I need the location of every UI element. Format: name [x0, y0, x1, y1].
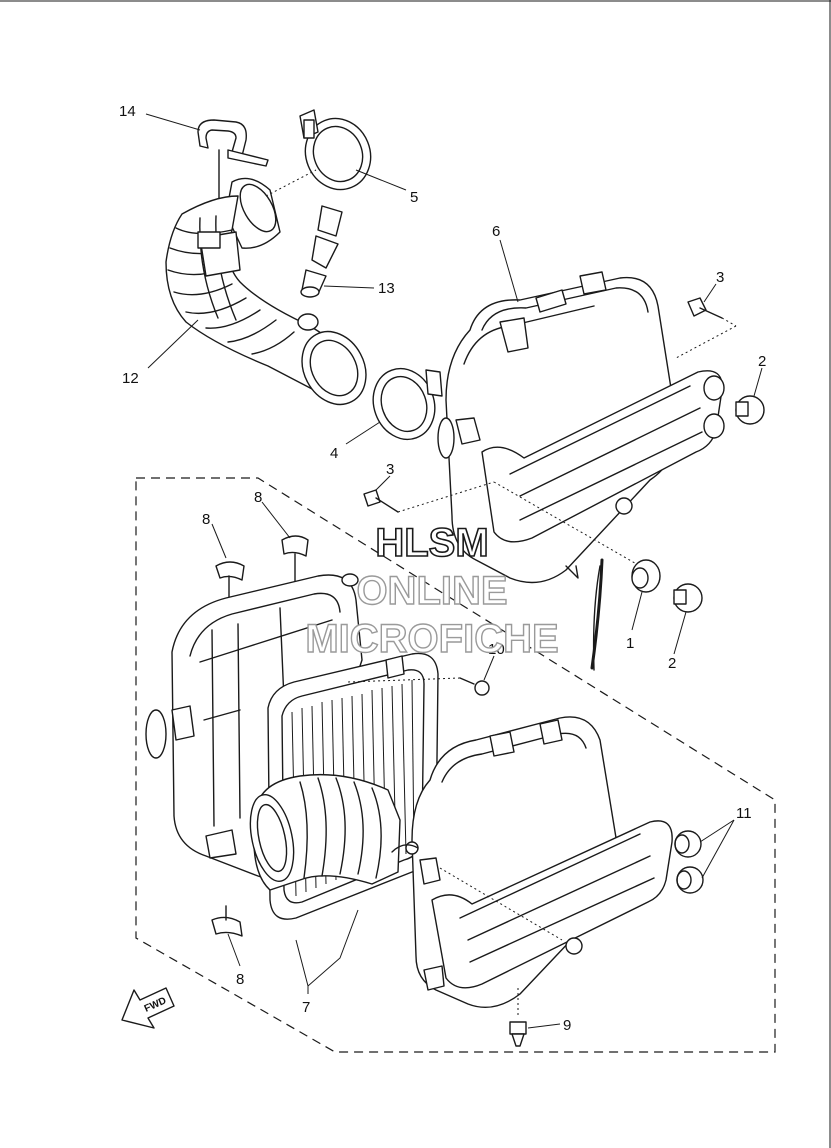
watermark-line-1: HLSM — [375, 521, 488, 565]
part-2-cap-upper — [735, 395, 765, 425]
callout-2-lower: 2 — [668, 655, 676, 672]
callout-11: 11 — [736, 805, 752, 822]
watermark: HLSM ONLINE MICROFICHE — [305, 520, 560, 662]
part-8-clip-b — [281, 535, 309, 605]
callout-3-upper: 3 — [716, 269, 724, 286]
callout-4: 4 — [330, 445, 338, 462]
part-4-hose-clamp — [372, 367, 443, 441]
assembly-boundary — [135, 477, 776, 1053]
part-3-bolt-upper — [687, 297, 737, 327]
callout-8-c: 8 — [236, 971, 244, 988]
callout-8-a: 8 — [202, 511, 210, 528]
callout-2-upper: 2 — [758, 353, 766, 370]
part-9-drain-plug — [509, 988, 527, 1047]
watermark-line-2: ONLINE — [356, 569, 507, 613]
part-7-air-filter-element — [249, 652, 439, 920]
part-12-intake-duct — [165, 177, 367, 406]
part-8-clip-c — [211, 905, 243, 937]
callout-3-lower: 3 — [386, 461, 394, 478]
callout-8-b: 8 — [254, 489, 262, 506]
callout-7: 7 — [302, 999, 310, 1016]
callout-12: 12 — [122, 370, 139, 387]
part-10-screw — [459, 677, 490, 696]
air-cleaner-case — [145, 573, 363, 880]
air-cleaner-cap — [391, 716, 673, 1008]
callout-5: 5 — [410, 189, 418, 206]
callout-numbers: 14 5 6 3 13 2 12 4 3 8 8 1 2 10 11 8 7 9 — [119, 103, 766, 1034]
fwd-direction-arrow: FWD — [121, 987, 175, 1029]
part-6-air-cleaner-cover — [437, 271, 725, 671]
part-11-grommets — [674, 830, 704, 894]
leader-lines — [145, 113, 763, 1029]
callout-1: 1 — [626, 635, 634, 652]
callout-14: 14 — [119, 103, 136, 120]
part-13-breather-fitting — [300, 205, 343, 298]
callout-13: 13 — [378, 280, 395, 297]
callout-6: 6 — [492, 223, 500, 240]
watermark-line-3: MICROFICHE — [305, 617, 558, 661]
callout-10: 10 — [488, 641, 505, 658]
part-1-grommet — [631, 559, 661, 593]
callout-9: 9 — [563, 1017, 571, 1034]
part-3-bolt-lower — [363, 489, 399, 513]
part-2-cap-lower — [673, 583, 703, 613]
part-5-hose-clamp — [299, 109, 372, 191]
